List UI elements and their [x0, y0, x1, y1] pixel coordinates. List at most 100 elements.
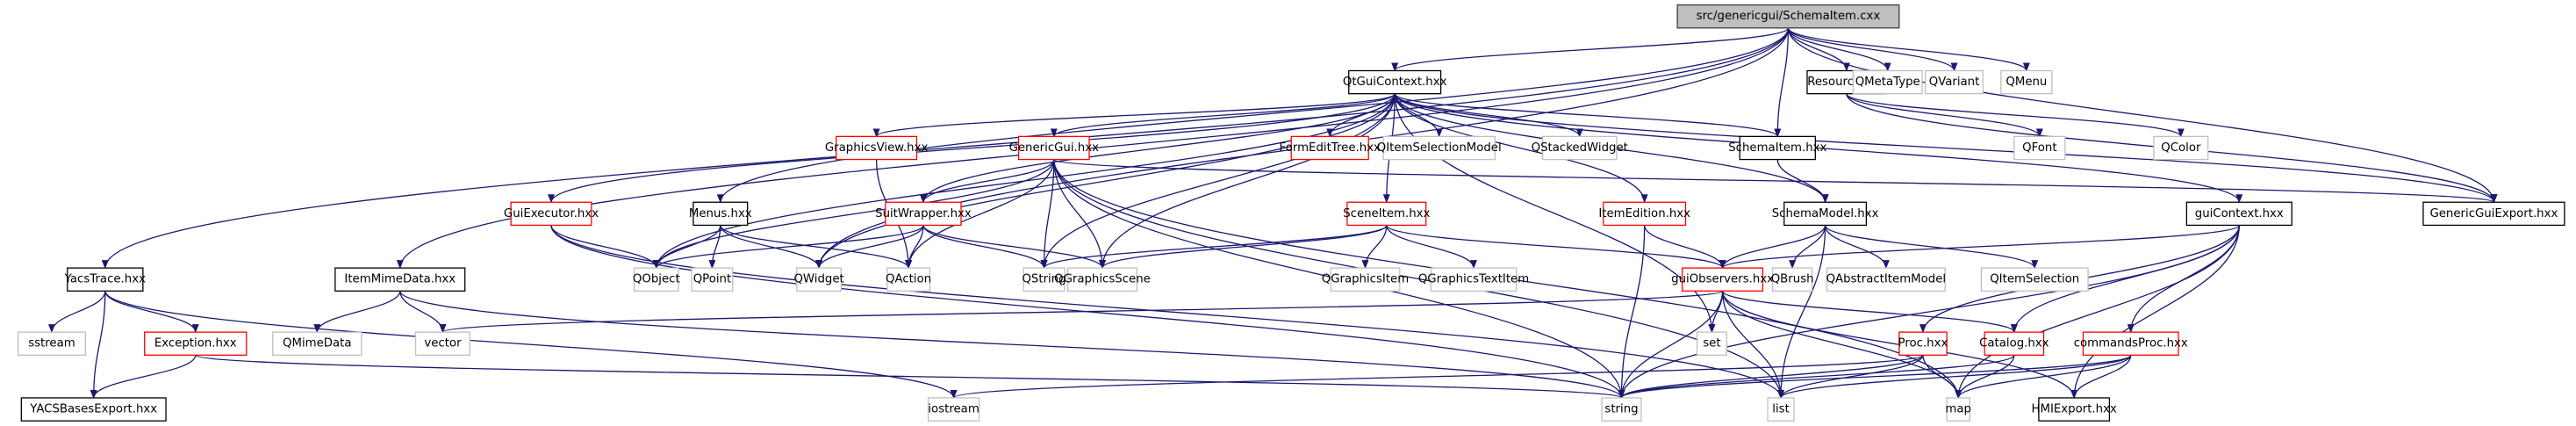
node-label: QStackedWidget — [1532, 141, 1628, 155]
edge-yacstrace-hxx-to-exception-hxx — [104, 291, 199, 334]
node-box — [1603, 201, 1687, 227]
node-iostream: iostream — [927, 397, 980, 422]
node-guiobservers-hxx[interactable]: guiObservers.hxx — [1671, 267, 1774, 292]
node-schemamodel-hxx[interactable]: SchemaModel.hxx — [1772, 201, 1879, 227]
edge-schemamodel-hxx-to-list — [1777, 225, 1826, 399]
edge-yacstrace-hxx-to-iostream — [104, 291, 958, 399]
edge-commandsproc-hxx-to-map — [1955, 355, 2132, 399]
edge-sceneitem-hxx-to-qstring — [1040, 224, 1388, 270]
edge-schemaitem-hxx-to-schemamodel-hxx — [1776, 159, 1829, 204]
edge-menus-hxx-to-qpoint — [708, 225, 721, 270]
edge-schemamodel-hxx-to-qitemselection — [1824, 225, 2039, 270]
edge-guicontext-hxx-to-map — [1955, 225, 2240, 399]
node-box — [2422, 201, 2565, 227]
edge-qtguicontext-hxx-to-genericgui-hxx — [1050, 93, 1396, 138]
node-box — [1696, 331, 1727, 356]
node-label: QWidget — [793, 273, 843, 286]
node-qgraphicsscene: QGraphicsScene — [1054, 267, 1151, 292]
node-label: Proc.hxx — [1898, 337, 1948, 350]
node-label: iostream — [928, 403, 979, 416]
node-label: QVariant — [1929, 76, 1980, 89]
node-box — [334, 267, 466, 292]
edge-suitwrapper-hxx-to-qwidget — [815, 225, 924, 270]
node-exception-hxx[interactable]: Exception.hxx — [144, 331, 248, 356]
node-sceneitem-hxx[interactable]: SceneItem.hxx — [1343, 201, 1431, 227]
node-label: map — [1945, 403, 1971, 416]
edge-src-genericgui-schemaitem-cxx-to-yacstrace-hxx — [101, 27, 1790, 270]
node-box — [1290, 135, 1369, 161]
edge-genericgui-hxx-to-list — [1053, 159, 1784, 399]
node-menus-hxx[interactable]: Menus.hxx — [689, 201, 752, 227]
edge-src-genericgui-schemaitem-cxx-to-qmenu — [1787, 27, 2030, 72]
edge-guiobservers-hxx-to-hmiexport-hxx — [1721, 291, 2078, 399]
node-catalog-hxx[interactable]: Catalog.hxx — [1979, 331, 2049, 356]
node-qtguicontext-hxx[interactable]: QtGuiContext.hxx — [1343, 69, 1447, 95]
node-graphicsview-hxx[interactable]: GraphicsView.hxx — [825, 135, 929, 161]
node-yacstrace-hxx[interactable]: YacsTrace.hxx — [64, 267, 146, 292]
node-box — [2013, 135, 2066, 161]
node-guiexecutor-hxx[interactable]: GuiExecutor.hxx — [504, 201, 599, 227]
node-qwidget: QWidget — [793, 267, 844, 292]
edge-qtguicontext-hxx-to-itemedition-hxx — [1394, 93, 1648, 204]
node-box — [1330, 267, 1401, 292]
node-proc-hxx[interactable]: Proc.hxx — [1898, 331, 1948, 356]
node-itemmimedata-hxx[interactable]: ItemMimeData.hxx — [334, 267, 466, 292]
edge-src-genericgui-schemaitem-cxx-to-genericguiexport-hxx — [1787, 27, 2498, 204]
edge-proc-hxx-to-list — [1777, 355, 1924, 399]
edge-src-genericgui-schemaitem-cxx-to-itemmimedata-hxx — [396, 27, 1790, 270]
edge-suitwrapper-hxx-to-qstring — [922, 225, 1048, 270]
node-itemedition-hxx[interactable]: ItemEdition.hxx — [1598, 201, 1690, 227]
node-label: guiContext.hxx — [2195, 207, 2284, 220]
node-genericguiexport-hxx[interactable]: GenericGuiExport.hxx — [2422, 201, 2565, 227]
node-schemaitem-hxx[interactable]: SchemaItem.hxx — [1728, 135, 1826, 161]
node-guicontext-hxx[interactable]: guiContext.hxx — [2185, 201, 2293, 227]
node-box — [20, 397, 167, 422]
node-box — [17, 331, 86, 356]
edge-yacstrace-hxx-to-yacsbasesexport-hxx — [90, 291, 106, 399]
node-string: string — [1601, 397, 1642, 422]
edge-suitwrapper-hxx-to-qaction — [905, 225, 924, 270]
edge-qtguicontext-hxx-to-guiexecutor-hxx — [548, 93, 1396, 204]
node-qgraphicstextitem: QGraphicsTextItem — [1418, 267, 1529, 292]
node-box — [1346, 201, 1427, 227]
node-suitwrapper-hxx[interactable]: SuitWrapper.hxx — [875, 201, 972, 227]
node-box — [1382, 135, 1496, 161]
node-box — [414, 331, 470, 356]
edge-src-genericgui-schemaitem-cxx-to-qvariant — [1787, 27, 1958, 72]
node-label: QGraphicsTextItem — [1418, 273, 1529, 286]
node-label: QString — [1022, 273, 1066, 286]
node-box — [1852, 69, 1923, 95]
node-yacsbasesexport-hxx[interactable]: YACSBasesExport.hxx — [20, 397, 167, 422]
node-box — [510, 201, 592, 227]
edge-genericgui-hxx-to-genericguiexport-hxx — [1053, 158, 2497, 204]
edge-guicontext-hxx-to-guiobservers-hxx — [1719, 224, 2240, 270]
node-box — [885, 201, 962, 227]
edge-sceneitem-hxx-to-qgraphicstextitem — [1386, 225, 1477, 270]
node-box — [836, 135, 918, 161]
edge-genericgui-hxx-to-qaction — [905, 159, 1055, 270]
node-genericgui-hxx[interactable]: GenericGui.hxx — [1009, 135, 1100, 161]
node-list: list — [1767, 397, 1795, 422]
node-box — [1984, 331, 2045, 356]
node-box — [272, 331, 362, 356]
node-box — [2000, 69, 2053, 95]
node-qaction: QAction — [886, 267, 931, 292]
node-box — [927, 397, 980, 422]
edge-suitwrapper-hxx-to-qobject — [652, 225, 924, 270]
node-src-genericgui-schemaitem-cxx[interactable]: src/genericgui/SchemaItem.cxx — [1676, 4, 1900, 29]
node-qabstractitemmodel: QAbstractItemModel — [1826, 267, 1946, 292]
node-commandsproc-hxx[interactable]: commandsProc.hxx — [2074, 331, 2188, 356]
node-qvariant: QVariant — [1925, 69, 1984, 95]
node-label: SuitWrapper.hxx — [875, 207, 972, 220]
node-label: QAbstractItemModel — [1826, 273, 1946, 286]
node-formedittree-hxx[interactable]: FormEditTree.hxx — [1280, 135, 1381, 161]
node-label: QGraphicsItem — [1322, 273, 1409, 286]
edge-qtguicontext-hxx-to-genericguiexport-hxx — [1394, 93, 2498, 204]
node-hmiexport-hxx[interactable]: HMIExport.hxx — [2032, 397, 2117, 422]
node-label: QObject — [633, 273, 680, 286]
node-label: GenericGuiExport.hxx — [2429, 207, 2558, 220]
node-box — [2038, 397, 2111, 422]
node-label: guiObservers.hxx — [1671, 273, 1774, 286]
edge-resource-hxx-to-qcolor — [1846, 93, 2185, 138]
node-label: string — [1604, 403, 1638, 416]
